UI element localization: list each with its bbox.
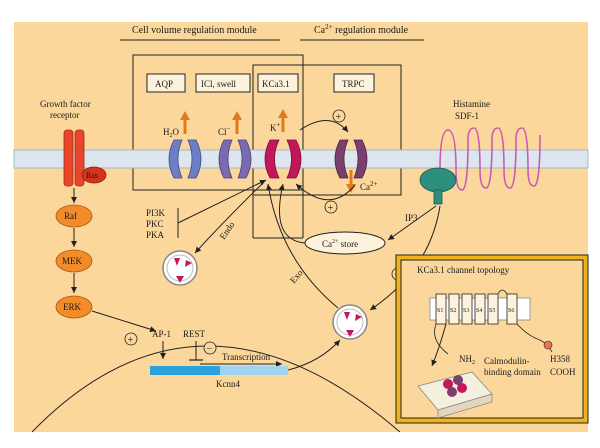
nh2-label: NH2 bbox=[459, 354, 475, 366]
erk-plus-sign-text: + bbox=[128, 335, 134, 346]
kinase-to-kca-arrow bbox=[177, 179, 267, 224]
plus-sign-top bbox=[332, 109, 346, 123]
kcnn4-gene-body bbox=[220, 366, 288, 375]
segment-s2: S2 bbox=[450, 308, 456, 314]
tetramer-in-membrane bbox=[417, 371, 493, 419]
trpc-label-box: TRPC bbox=[333, 73, 375, 93]
icl-channel bbox=[218, 139, 252, 179]
sdf1-label: SDF-1 bbox=[455, 111, 479, 121]
erk-node bbox=[55, 295, 93, 319]
trpc-channel bbox=[334, 139, 368, 179]
k-efflux-arrow bbox=[278, 109, 288, 132]
ca-store-to-kca-arrow bbox=[278, 183, 306, 244]
growth-factor-receptor bbox=[63, 129, 85, 187]
plus-sign-top-text: + bbox=[336, 112, 342, 123]
ras-label: Ras bbox=[86, 171, 98, 180]
k-to-trpc-arc bbox=[299, 120, 349, 133]
endocytic-vesicle bbox=[162, 250, 198, 286]
ca-store-label: Ca2+ store bbox=[322, 239, 358, 249]
kinase-pi3k: PI3K bbox=[146, 208, 166, 218]
topology-title: KCa3.1 channel topology bbox=[417, 265, 510, 275]
erk-to-ap1-arrow bbox=[91, 310, 157, 333]
ap1-label: AP-1 bbox=[152, 329, 171, 339]
ca-to-kca-arc bbox=[295, 183, 356, 201]
topology-to-tetramer-arrow bbox=[431, 323, 447, 367]
segment-s5: S5 bbox=[489, 308, 495, 314]
ip3-to-ca-store-arrow bbox=[387, 205, 437, 241]
plus-sign-bottom-text: + bbox=[328, 203, 334, 214]
raf-label: Raf bbox=[64, 211, 77, 221]
transcription-label: Transcription bbox=[222, 352, 271, 362]
receptor-label-line1: Growth factor bbox=[40, 99, 91, 109]
mek-label: MEK bbox=[62, 256, 83, 266]
cooh-label: COOH bbox=[550, 367, 576, 377]
kcnn4-label: Kcnn4 bbox=[216, 379, 240, 389]
calmodulin-binding-site bbox=[543, 340, 553, 350]
calmodulin-label-line1: Calmodulin- bbox=[484, 356, 530, 366]
h358-label: H358 bbox=[550, 354, 570, 364]
ip3-label: IP3 bbox=[405, 213, 418, 223]
raf-node bbox=[55, 204, 93, 228]
ip3-receptor bbox=[419, 167, 457, 193]
kca31-channel bbox=[264, 139, 302, 179]
n-terminal-tail bbox=[434, 323, 449, 355]
ip3-receptor-stalk bbox=[433, 189, 443, 205]
segment-s1: S1 bbox=[437, 308, 443, 314]
icl-label: ICl, swell bbox=[201, 79, 236, 89]
kinase-pka: PKA bbox=[146, 230, 165, 240]
rest-minus-sign bbox=[203, 341, 217, 355]
kca-label-box: KCa3.1 bbox=[257, 73, 299, 93]
erk-label: ERK bbox=[63, 302, 82, 312]
kinase-pkc: PKC bbox=[146, 219, 164, 229]
kca-to-endo-arrow bbox=[194, 181, 265, 254]
erk-plus-sign bbox=[124, 332, 138, 346]
topology-panel: KCa3.1 channel topology S1 S2 S3 S4 S5 S… bbox=[395, 254, 589, 424]
aqp-label: AQP bbox=[155, 79, 173, 89]
receptor-label-line2: receptor bbox=[50, 110, 79, 120]
kca-label: KCa3.1 bbox=[262, 79, 290, 89]
ras-protein bbox=[81, 166, 107, 184]
rest-minus-sign-text: − bbox=[207, 344, 213, 355]
exo-to-kca-arrow bbox=[265, 183, 339, 309]
calmodulin-label-line2: binding domain bbox=[484, 367, 541, 377]
h2o-label: H2O bbox=[163, 127, 180, 139]
ca-module-title: Ca2+ regulation module bbox=[314, 23, 409, 36]
histamine-label: Histamine bbox=[453, 99, 490, 109]
cell-volume-module-title: Cell volume regulation module bbox=[132, 25, 257, 36]
gpcr-receptor bbox=[439, 127, 541, 191]
cl-label: Cl− bbox=[218, 125, 231, 137]
segment-s6: S6 bbox=[508, 308, 514, 314]
cell-volume-module-box bbox=[132, 54, 304, 191]
segment-s3: S3 bbox=[463, 308, 469, 314]
segment-s4: S4 bbox=[476, 308, 482, 314]
cl-efflux-arrow bbox=[232, 111, 242, 134]
transmembrane-segments bbox=[435, 293, 518, 325]
aqp-channel bbox=[168, 139, 202, 179]
ca-ion-label: Ca2+ bbox=[360, 180, 378, 192]
mek-node bbox=[55, 249, 93, 273]
aqp-label-box: AQP bbox=[146, 73, 186, 93]
rest-label: REST bbox=[183, 329, 206, 339]
exocytic-vesicle bbox=[332, 304, 368, 340]
gene-to-vesicle-arrow bbox=[287, 339, 341, 371]
k-label: K+ bbox=[270, 121, 281, 133]
kcnn4-gene-promoter bbox=[150, 366, 220, 375]
pore-loop bbox=[497, 289, 508, 295]
trpc-label: TRPC bbox=[342, 79, 365, 89]
h2o-efflux-arrow bbox=[180, 111, 190, 134]
icl-label-box: ICl, swell bbox=[195, 73, 251, 93]
plus-sign-bottom bbox=[324, 200, 338, 214]
